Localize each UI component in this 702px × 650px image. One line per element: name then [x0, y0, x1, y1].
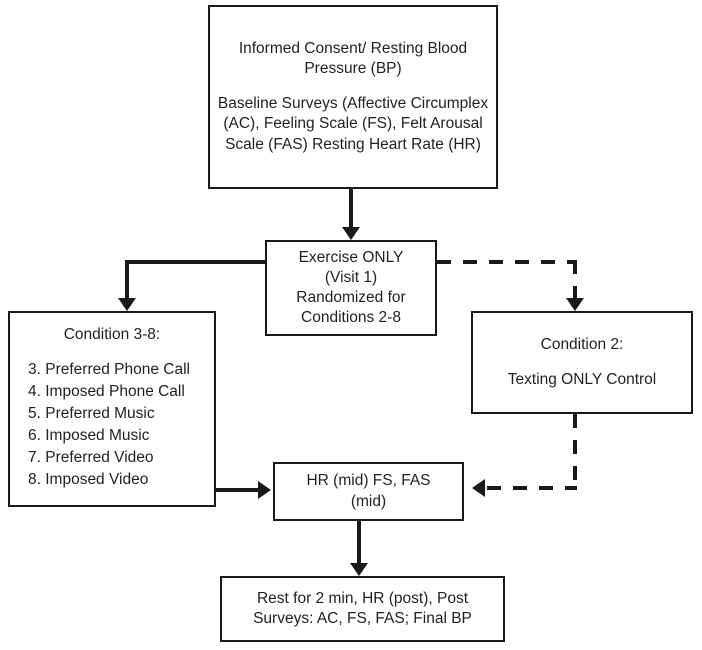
node-exercise-line-3: Randomized for [296, 289, 406, 306]
node-condition-2-title: Condition 2: [540, 336, 624, 353]
node-condition-2-body: Texting ONLY Control [507, 370, 657, 388]
list-item: 8. Imposed Video [28, 471, 149, 489]
node-intake-line-1: Informed Consent/ Resting Blood Pressure… [238, 40, 468, 78]
node-intake: Informed Consent/ Resting Blood Pressure… [208, 5, 498, 189]
edge-intake-to-exercise-line [349, 189, 353, 229]
node-exercise-line-1: Exercise ONLY [298, 248, 404, 266]
node-exercise-only: Exercise ONLY (Visit 1) Randomized for C… [265, 240, 437, 336]
edge-exercise-to-cond2-vertical [573, 260, 577, 300]
node-post-measures: Rest for 2 min, HR (post), Post Surveys:… [220, 576, 505, 642]
list-item: 7. Preferred Video [28, 449, 154, 467]
edge-exercise-to-cond2-horizontal [437, 260, 577, 264]
list-item: 3. Preferred Phone Call [28, 361, 190, 379]
list-item: 4. Imposed Phone Call [28, 383, 185, 401]
node-mid-measures-line-2: (mid) [350, 492, 387, 510]
edge-cond2-to-mid-vertical [573, 414, 577, 490]
node-mid-measures-line-1: HR (mid) FS, FAS [306, 472, 431, 490]
node-mid-measures: HR (mid) FS, FAS (mid) [273, 462, 464, 521]
node-conditions-3-8-title: Condition 3-8: [63, 326, 161, 343]
edge-mid-to-post-arrowhead [350, 563, 368, 576]
node-exercise-line-2: (Visit 1) [324, 268, 378, 286]
node-exercise-line-4: Conditions 2-8 [301, 309, 401, 327]
edge-mid-to-post-line [357, 521, 361, 565]
edge-intake-to-exercise-arrowhead [342, 227, 360, 240]
edge-exercise-to-cond38-arrowhead [118, 298, 136, 311]
edge-exercise-to-cond38-horizontal [125, 260, 267, 264]
edge-exercise-to-cond38-vertical [125, 260, 129, 300]
node-conditions-3-8-list: 3. Preferred Phone Call 4. Imposed Phone… [10, 359, 214, 491]
node-condition-2: Condition 2: Texting ONLY Control [471, 311, 693, 414]
node-post-measures-line-1: Rest for 2 min, HR (post), Post [256, 589, 469, 607]
list-item: 5. Preferred Music [28, 405, 155, 423]
list-item: 6. Imposed Music [28, 427, 150, 445]
node-conditions-3-8: Condition 3-8: 3. Preferred Phone Call 4… [8, 311, 216, 507]
node-post-measures-line-2: Surveys: AC, FS, FAS; Final BP [253, 610, 472, 627]
edge-exercise-to-cond2-arrowhead [566, 298, 584, 311]
edge-cond2-to-mid-arrowhead [472, 479, 485, 497]
edge-cond2-to-mid-horizontal [487, 486, 577, 490]
node-intake-line-2: Baseline Surveys (Affective Circumplex (… [217, 95, 489, 153]
edge-cond38-to-mid-horizontal [216, 488, 262, 492]
edge-cond38-to-mid-arrowhead [258, 481, 271, 499]
